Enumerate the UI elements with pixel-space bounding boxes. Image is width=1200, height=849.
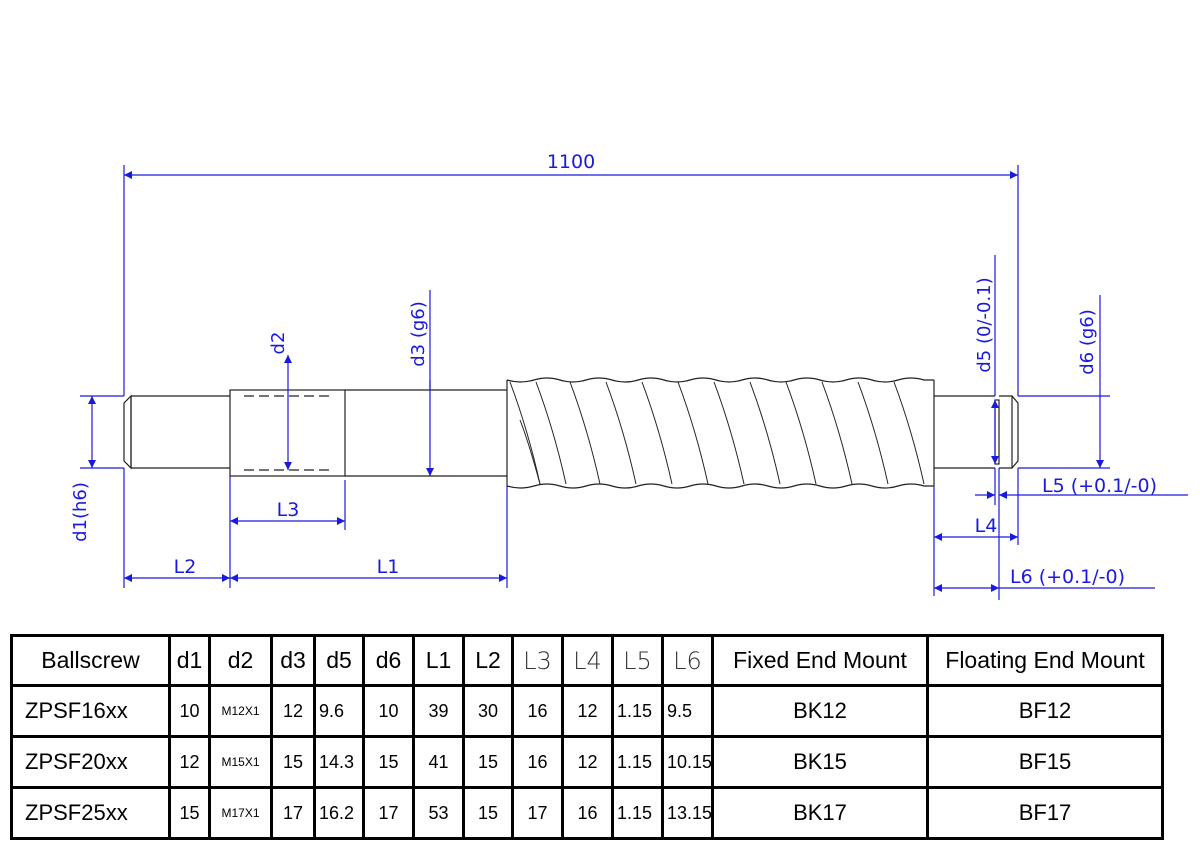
col-header-d3: d3	[270, 634, 316, 687]
L5-label: L5 (+0.1/-0)	[1042, 475, 1157, 497]
cell-floating-end-mount: BF15	[926, 735, 1164, 789]
d3-label: d3 (g6)	[408, 301, 429, 367]
cell-L2: 15	[462, 786, 514, 840]
L3-label: L3	[277, 499, 300, 521]
cell-L4: 16	[561, 786, 614, 840]
cell-d5: 14.3	[313, 735, 365, 789]
cell-L1: 39	[412, 684, 465, 738]
dimension-lines	[80, 165, 1188, 600]
cell-L3: 17	[511, 786, 564, 840]
cell-model: ZPSF25xx	[10, 786, 171, 840]
cell-d3: 12	[270, 684, 316, 738]
cell-d1: 15	[168, 786, 211, 840]
cell-d2: M15X1	[208, 735, 273, 789]
cell-d1: 12	[168, 735, 211, 789]
L1-label: L1	[377, 556, 400, 578]
cell-L2: 15	[462, 735, 514, 789]
cell-L4: 12	[561, 735, 614, 789]
d2-label: d2	[268, 332, 289, 355]
cell-d2: M12X1	[208, 684, 273, 738]
col-header-d1: d1	[168, 634, 211, 687]
col-header-floating-end-mount: Floating End Mount	[926, 634, 1164, 687]
table-header-row: Ballscrew d1 d2 d3 d5 d6 L1 L2 L3 L4 L5 …	[10, 634, 1164, 687]
cell-model: ZPSF20xx	[10, 735, 171, 789]
d6-label: d6 (g6)	[1077, 309, 1098, 375]
d5-label: d5 (0/-0.1)	[974, 277, 995, 372]
col-header-d5: d5	[313, 634, 365, 687]
L2-label: L2	[174, 556, 197, 578]
cell-L6: 13.15	[661, 786, 714, 840]
d1-label: d1(h6)	[70, 482, 91, 542]
cell-L5: 1.15	[611, 684, 664, 738]
col-header-fixed-end-mount: Fixed End Mount	[711, 634, 929, 687]
cell-L1: 53	[412, 786, 465, 840]
cell-fixed-end-mount: BK17	[711, 786, 929, 840]
cell-L3: 16	[511, 735, 564, 789]
cell-L3: 16	[511, 684, 564, 738]
spec-table: Ballscrew d1 d2 d3 d5 d6 L1 L2 L3 L4 L5 …	[10, 634, 1164, 840]
col-header-L5: L5	[611, 634, 664, 687]
col-header-d6: d6	[362, 634, 415, 687]
col-header-ballscrew: Ballscrew	[10, 634, 171, 687]
col-header-L3: L3	[511, 634, 564, 687]
cell-model: ZPSF16xx	[10, 684, 171, 738]
col-header-d2: d2	[208, 634, 273, 687]
overall-length-label: 1100	[547, 151, 595, 173]
shaft-outline	[123, 377, 1019, 489]
cell-d6: 10	[362, 684, 415, 738]
cell-d5: 16.2	[313, 786, 365, 840]
L6-label: L6 (+0.1/-0)	[1010, 566, 1125, 588]
cell-L4: 12	[561, 684, 614, 738]
cell-d2: M17X1	[208, 786, 273, 840]
cell-d3: 17	[270, 786, 316, 840]
cell-L2: 30	[462, 684, 514, 738]
cell-d6: 17	[362, 786, 415, 840]
col-header-L2: L2	[462, 634, 514, 687]
ballscrew-drawing: 1100 d1(h6) d2 d3 (g6) d5 (0/-0.1) d6 (g…	[70, 151, 1188, 600]
cell-floating-end-mount: BF12	[926, 684, 1164, 738]
table-row: ZPSF16xx 10 M12X1 12 9.6 10 39 30 16 12 …	[10, 684, 1164, 738]
cell-L1: 41	[412, 735, 465, 789]
cell-fixed-end-mount: BK12	[711, 684, 929, 738]
cell-d1: 10	[168, 684, 211, 738]
table-row: ZPSF25xx 15 M17X1 17 16.2 17 53 15 17 16…	[10, 786, 1164, 840]
col-header-L6: L6	[661, 634, 714, 687]
L4-label: L4	[975, 515, 998, 537]
table-row: ZPSF20xx 12 M15X1 15 14.3 15 41 15 16 12…	[10, 735, 1164, 789]
col-header-L1: L1	[412, 634, 465, 687]
cell-fixed-end-mount: BK15	[711, 735, 929, 789]
cell-L5: 1.15	[611, 786, 664, 840]
cell-L6: 9.5	[661, 684, 714, 738]
cell-d3: 15	[270, 735, 316, 789]
cell-floating-end-mount: BF17	[926, 786, 1164, 840]
cell-L6: 10.15	[661, 735, 714, 789]
col-header-L4: L4	[561, 634, 614, 687]
cell-d5: 9.6	[313, 684, 365, 738]
cell-L5: 1.15	[611, 735, 664, 789]
cell-d6: 15	[362, 735, 415, 789]
